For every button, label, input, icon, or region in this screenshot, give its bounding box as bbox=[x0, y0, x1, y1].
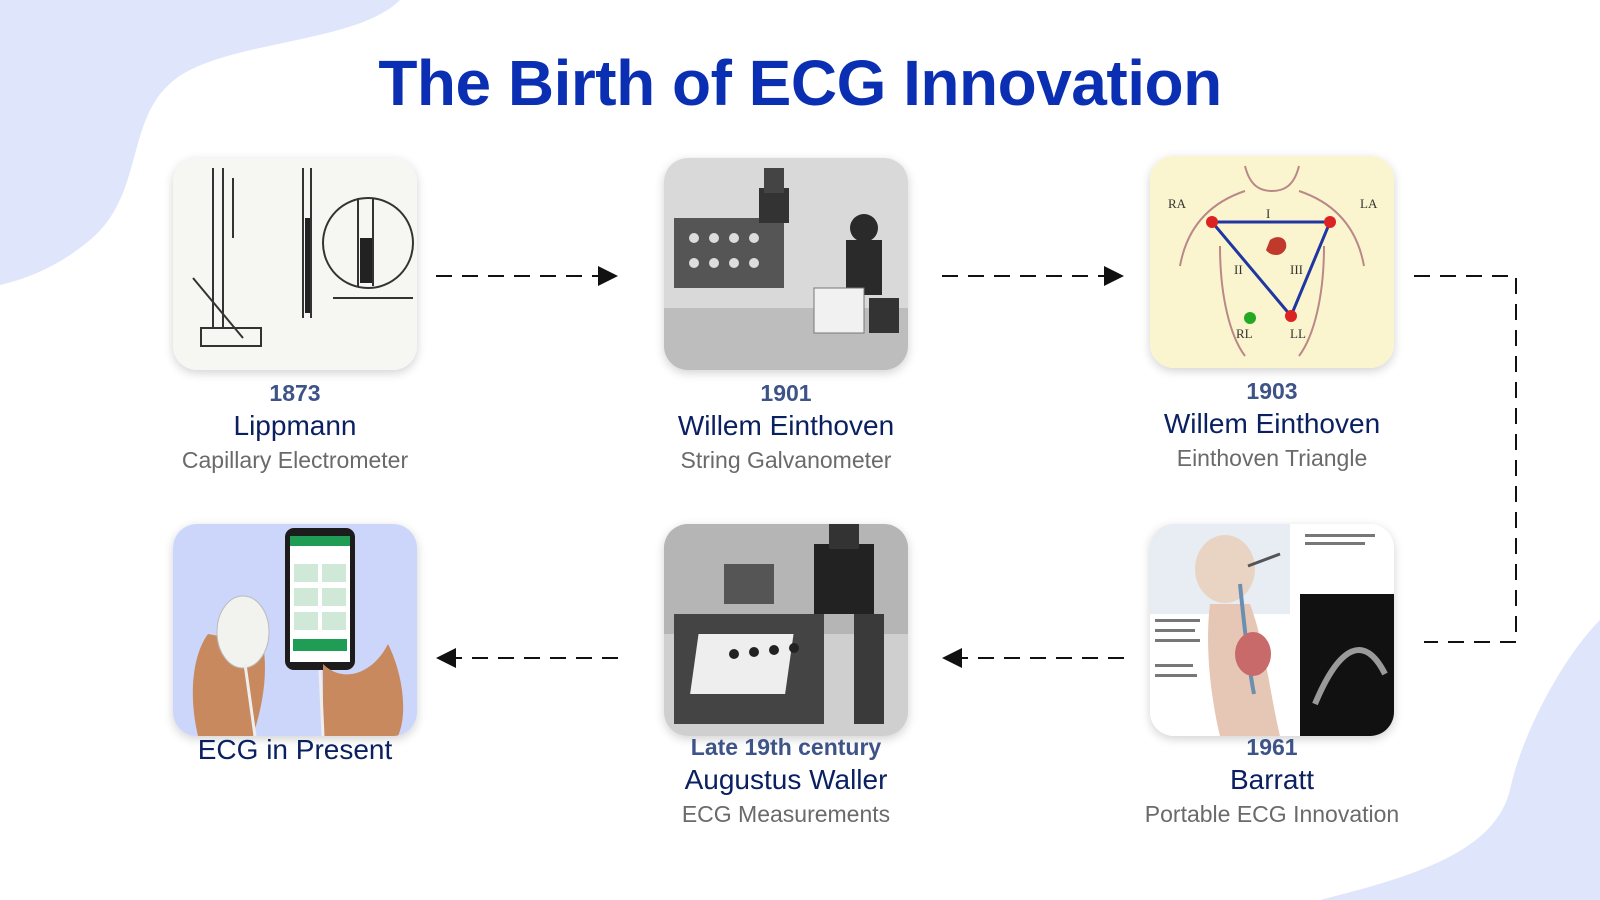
lead-label-iii: III bbox=[1290, 262, 1303, 277]
milestone-desc: Portable ECG Innovation bbox=[1144, 801, 1400, 827]
milestone-present: ECG in Present bbox=[135, 732, 455, 768]
milestone-name: Willem Einthoven bbox=[677, 410, 895, 441]
background-blob-top-left bbox=[0, 0, 400, 285]
milestone-desc: String Galvanometer bbox=[680, 447, 892, 473]
milestone-year: 1873 bbox=[269, 380, 321, 406]
milestone-desc: Capillary Electrometer bbox=[181, 447, 409, 473]
milestone-year: 1901 bbox=[760, 380, 812, 406]
lead-label-ii: II bbox=[1234, 262, 1243, 277]
background-blob-bottom-right bbox=[1320, 620, 1600, 900]
image-tee-probe-illustration bbox=[1150, 524, 1394, 736]
milestone-year: 1903 bbox=[1246, 378, 1298, 404]
milestone-year: 1961 bbox=[1246, 734, 1298, 760]
milestone-name: Barratt bbox=[1229, 764, 1315, 795]
milestone-name: Willem Einthoven bbox=[1163, 408, 1381, 439]
image-einthoven-triangle: RA LA RL LL I II III bbox=[1150, 156, 1394, 368]
image-string-galvanometer bbox=[664, 158, 908, 370]
image-capillary-electrometer bbox=[173, 158, 417, 370]
milestone-name: ECG in Present bbox=[197, 734, 393, 765]
electrode-label-ra: RA bbox=[1168, 196, 1187, 211]
lead-label-i: I bbox=[1266, 206, 1270, 221]
electrode-label-la: LA bbox=[1360, 196, 1378, 211]
milestone-1903: 1903 Willem Einthoven Einthoven Triangle bbox=[1112, 376, 1432, 474]
page-title: The Birth of ECG Innovation bbox=[378, 47, 1222, 119]
milestone-desc: ECG Measurements bbox=[681, 801, 891, 827]
electrode-label-rl: RL bbox=[1236, 326, 1253, 341]
milestone-name: Augustus Waller bbox=[684, 764, 888, 795]
milestone-1901: 1901 Willem Einthoven String Galvanomete… bbox=[626, 378, 946, 476]
milestone-year: Late 19th century bbox=[690, 734, 882, 760]
milestone-1961: 1961 Barratt Portable ECG Innovation bbox=[1112, 732, 1432, 830]
image-waller-apparatus bbox=[664, 524, 908, 736]
image-handheld-ecg bbox=[173, 524, 417, 736]
milestone-name: Lippmann bbox=[233, 410, 357, 441]
milestone-waller: Late 19th century Augustus Waller ECG Me… bbox=[626, 732, 946, 830]
electrode-label-ll: LL bbox=[1290, 326, 1306, 341]
milestone-desc: Einthoven Triangle bbox=[1176, 445, 1368, 471]
milestone-1873: 1873 Lippmann Capillary Electrometer bbox=[135, 378, 455, 476]
